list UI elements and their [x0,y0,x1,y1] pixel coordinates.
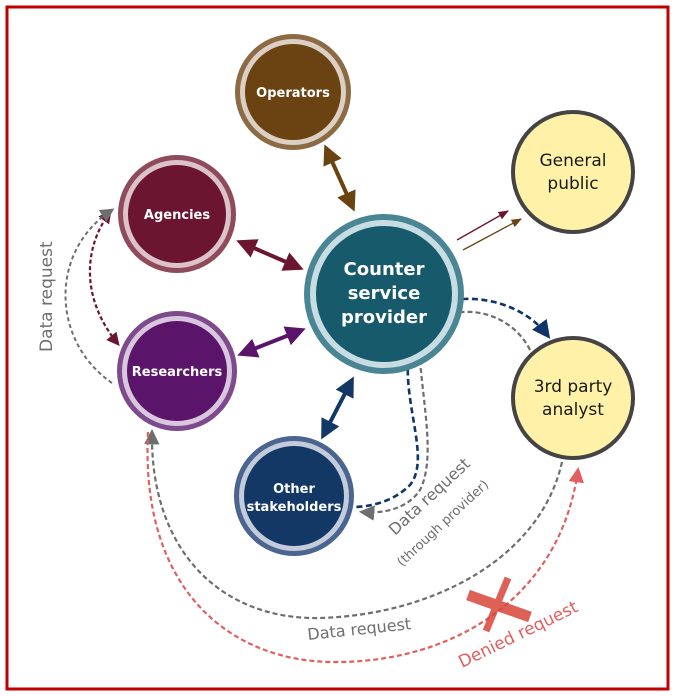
node-provider-label-3: provider [341,307,427,328]
node-general-public[interactable]: General public [511,110,635,234]
node-analyst-label-2: analyst [542,400,604,420]
node-operators-label: Operators [256,86,330,101]
node-third-party-analyst[interactable]: 3rd party analyst [511,336,635,460]
node-provider[interactable]: Counter service provider [304,214,464,374]
edge-agencies-provider [236,239,304,271]
edge-operators-provider [323,144,356,212]
node-stakeholders-label-1: Other [273,482,315,497]
node-public-label-2: public [547,174,598,194]
node-stakeholders-label-2: stakeholders [247,500,342,515]
edge-researchers-provider [237,326,306,358]
node-researchers-label: Researchers [132,365,223,380]
node-operators[interactable]: Operators [235,34,351,150]
node-analyst-label-1: 3rd party [534,377,613,397]
label-data-request-left: Data request [37,241,57,352]
node-agencies-label: Agencies [144,208,210,223]
node-researchers[interactable]: Researchers [117,311,237,431]
node-provider-label-2: service [348,283,421,304]
node-stakeholders[interactable]: Other stakeholders [234,436,354,556]
edge-stakeholders-provider [321,376,354,440]
edge-provider-public-2 [462,218,522,251]
denied-cross-icon [466,576,532,633]
edge-provider-stakeholders-dashed [355,359,420,509]
node-agencies[interactable]: Agencies [118,155,236,273]
edge-data-request-bottom [144,428,564,620]
edge-data-request-through-provider [358,359,429,521]
edge-agencies-researchers-dashed [88,209,120,347]
node-public-label-1: General [540,151,607,171]
edge-provider-public-1 [456,210,509,241]
edge-data-request-left [64,208,115,384]
node-provider-label-1: Counter [344,259,425,280]
frame-border [5,5,670,691]
edge-denied-request [146,431,584,664]
